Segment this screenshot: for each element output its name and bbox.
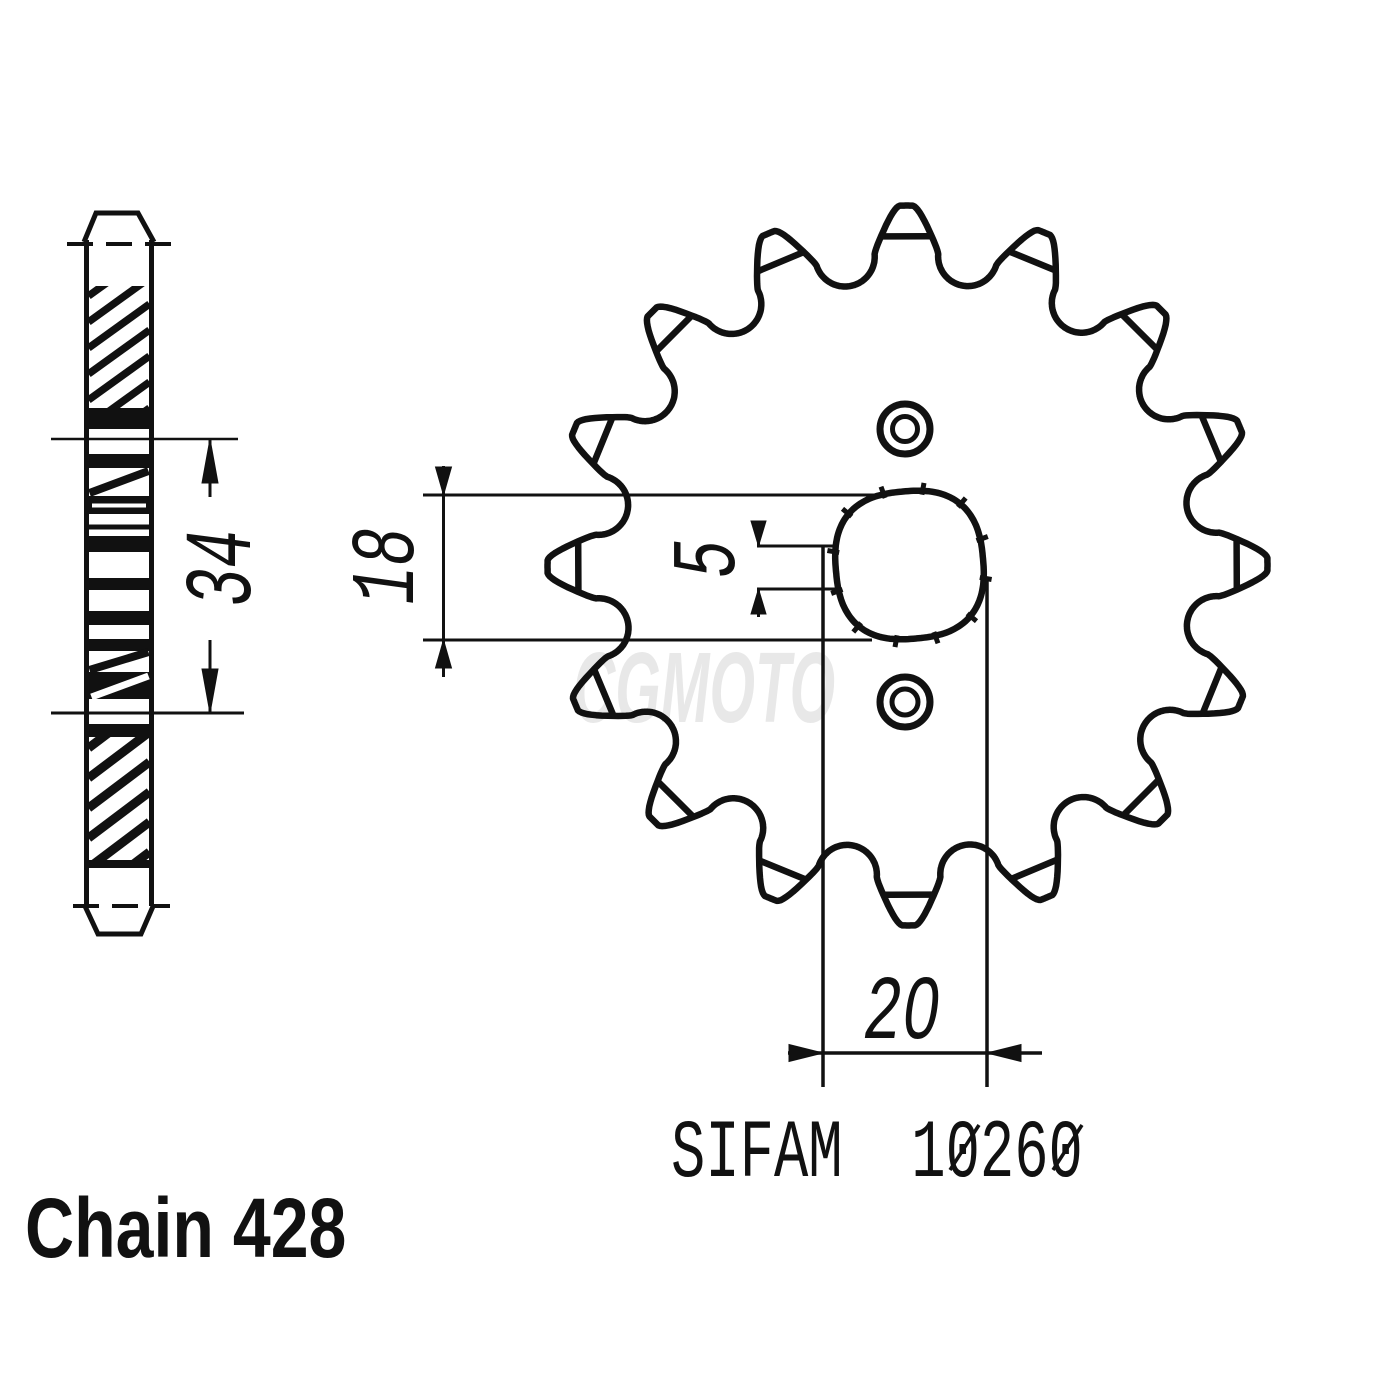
- svg-text:Chain 428: Chain 428: [25, 1182, 346, 1275]
- svg-text:34: 34: [171, 530, 279, 607]
- svg-text:SIFAM 10260: SIFAM 10260: [671, 1108, 1083, 1201]
- svg-text:5: 5: [659, 540, 762, 578]
- svg-text:CGMOTO: CGMOTO: [573, 633, 835, 744]
- svg-text:18: 18: [338, 528, 441, 605]
